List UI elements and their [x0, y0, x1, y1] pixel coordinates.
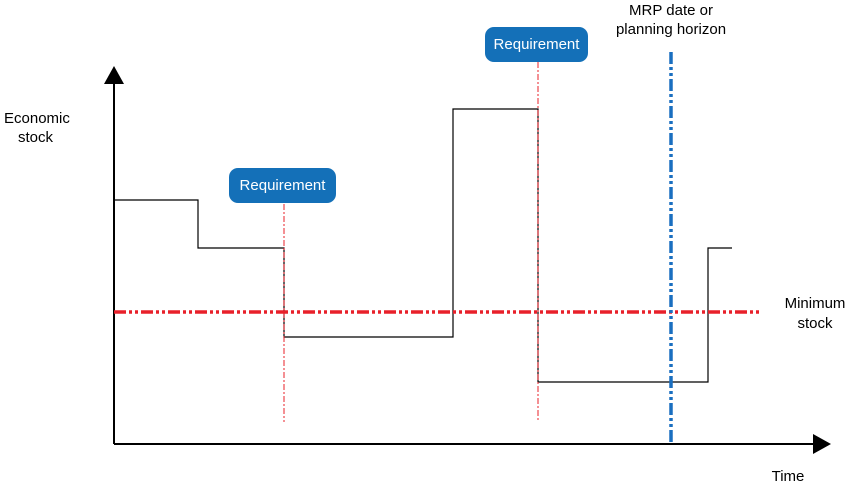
- requirement-bubble-1: Requirement: [229, 168, 336, 203]
- requirement-bubble-1-text: Requirement: [240, 177, 327, 194]
- mrp-label-line2: planning horizon: [616, 21, 726, 38]
- x-axis-label: Time: [772, 468, 805, 485]
- minimum-stock-label-line2: stock: [797, 315, 833, 332]
- mrp-label-line1: MRP date or: [629, 2, 713, 19]
- requirement-bubble-2: Requirement: [485, 27, 588, 62]
- minimum-stock-label-line1: Minimum: [785, 295, 846, 312]
- y-axis-label-line1: Economic: [4, 110, 70, 127]
- y-axis-label-line2: stock: [18, 129, 54, 146]
- requirement-bubble-2-text: Requirement: [494, 36, 581, 53]
- y-axis-arrowhead: [104, 66, 124, 84]
- x-axis-arrowhead: [813, 434, 831, 454]
- economic-stock-line: [114, 108, 732, 383]
